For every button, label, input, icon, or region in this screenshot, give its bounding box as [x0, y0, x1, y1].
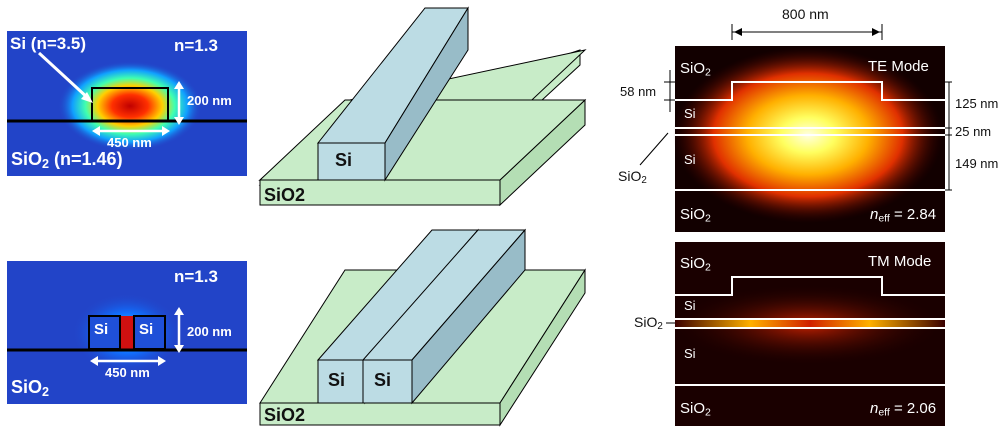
te-slot-callout-line [639, 132, 669, 166]
te-top-oxide-label: SiO2 [680, 60, 711, 79]
slot-width-arrow-right [158, 356, 166, 366]
slab-width-arrow-right [162, 126, 170, 136]
slot-field-svg [7, 293, 247, 373]
slab-core-label: Si (n=3.5) [10, 34, 87, 53]
tm-top-oxide-label: SiO2 [680, 255, 711, 274]
slab-height-arrow-top [174, 81, 184, 89]
te-dim-slot-label: 25 nm [955, 124, 992, 139]
slot-gap-field [120, 316, 134, 349]
te-neff-label: neff = 2.84 [870, 206, 937, 225]
slot-rail-left-label: Si [94, 321, 109, 338]
slot-rail-right-outline [133, 315, 166, 350]
slot-waveguide-3d: Si Si SiO2 [250, 225, 590, 434]
te-rib-outline [675, 81, 945, 101]
slab-3d-substrate-label: SiO2 [264, 185, 306, 205]
te-width-label: 800 nm [782, 6, 829, 22]
te-si-lower-label: Si [684, 152, 696, 167]
slot-height-arrow-top [174, 307, 184, 315]
mode-profiles-svg [639, 24, 952, 426]
te-si-upper-label: Si [684, 106, 696, 121]
slab-width-label: 450 nm [107, 135, 152, 150]
core-front [317, 142, 386, 181]
slot-clad-label: n=1.3 [174, 267, 218, 286]
tm-slot-callout-label: SiO2 [634, 314, 663, 333]
slot-substrate-side [499, 268, 586, 427]
tm-bottom-oxide-label: SiO2 [680, 400, 711, 419]
slab-substrate-label: SiO2 (n=1.46) [11, 149, 123, 171]
te-slot-callout-label: SiO2 [618, 168, 647, 187]
slot-3d-svg [259, 228, 586, 427]
te-rib-dim-label: 58 nm [620, 84, 657, 99]
slot-3d-rail-left-label: Si [328, 370, 346, 390]
slab-clad-label: n=1.3 [174, 36, 218, 55]
slot-rail-right-front [362, 359, 413, 404]
slot-mode-field-panel: n=1.3 Si Si 200 nm 450 nm SiO2 [7, 261, 247, 404]
slot-substrate-label: SiO2 [11, 377, 50, 399]
slab-waveguide-3d: Si SiO2 [250, 0, 590, 215]
te-mode-label: TE Mode [868, 58, 929, 75]
slot-rail-right-label: Si [139, 321, 154, 338]
slab-height-arrow-bottom [174, 117, 184, 125]
tm-neff-label: neff = 2.06 [870, 400, 937, 419]
slot-3d-rail-right-label: Si [374, 370, 392, 390]
te-width-arrow-left [734, 28, 742, 36]
tm-si-upper-label: Si [684, 298, 696, 313]
slot-width-arrow-left [90, 356, 98, 366]
tm-slot-field [675, 320, 945, 327]
slab-field-svg [7, 51, 247, 151]
tm-rib-outline [675, 276, 945, 296]
slab-height-label: 200 nm [187, 93, 232, 108]
slab-width-arrow-left [92, 126, 100, 136]
slab-core-pointer [37, 51, 91, 101]
slot-width-label: 450 nm [105, 365, 150, 380]
slot-height-label: 200 nm [187, 324, 232, 339]
slab-3d-core-label: Si [335, 150, 353, 170]
slab-3d-svg [258, 6, 587, 207]
mode-profiles-figure: 800 nm TE Mode SiO2 Si Si SiO2 neff = 2.… [600, 0, 1000, 434]
slot-rail-left-outline [88, 315, 121, 350]
slot-height-arrow-bottom [174, 345, 184, 353]
slab-mode-field-panel: Si (n=3.5) n=1.3 200 nm 450 nm SiO2 (n=1… [7, 31, 247, 176]
te-width-arrow-right [872, 28, 880, 36]
te-dim-upper-label: 125 nm [955, 96, 999, 111]
te-dim-lower-label: 149 nm [955, 156, 999, 171]
slot-3d-substrate-label: SiO2 [264, 405, 306, 425]
te-bottom-oxide-label: SiO2 [680, 206, 711, 225]
tm-si-lower-label: Si [684, 346, 696, 361]
slab-core-pointer-head [81, 92, 93, 103]
tm-mode-label: TM Mode [868, 253, 932, 270]
